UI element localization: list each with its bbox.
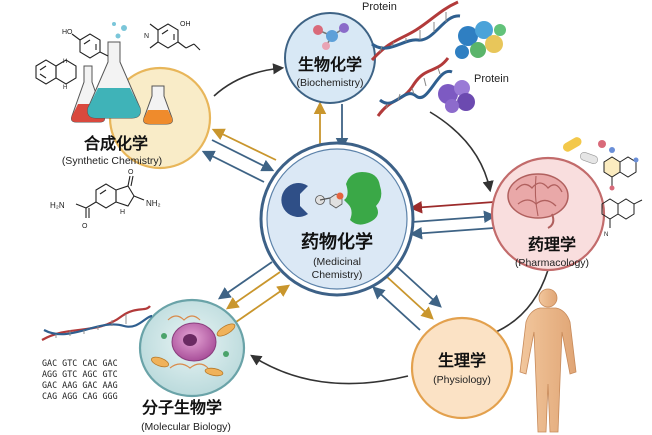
cell-nucleus-icon [171, 322, 217, 362]
dna-seq-line: GAC AAG GAC AAG [42, 380, 118, 390]
molbio-subtitle: (Molecular Biology) [141, 421, 231, 433]
svg-text:N: N [604, 232, 608, 238]
molecule-indole-amide-icon: H₂N NH₂ O O H [50, 169, 161, 230]
node-pharmacology: 药理学 (Pharmacology) [490, 156, 606, 272]
molecular-model-icon [313, 23, 349, 50]
svg-text:H: H [63, 59, 67, 65]
node-molecular-biology [138, 298, 246, 398]
protein-blob-icon [455, 21, 506, 59]
arrow-synthetic-to-center [211, 139, 275, 172]
arrow-physio-to-molbio [250, 354, 409, 385]
svg-text:H: H [63, 85, 67, 91]
protein-purple-icon [438, 80, 475, 113]
human-body-icon [519, 288, 577, 433]
molecule-pharm-icon [603, 156, 639, 191]
arrow-biochem-to-pharm [429, 111, 494, 193]
molecule-phenol-icon: OH N [144, 21, 201, 51]
beaker-icon [87, 22, 141, 119]
dna-seq-line: CAG AGG CAG GGG [42, 391, 118, 401]
center-title: 药物化学 [301, 231, 373, 253]
dna-sequence: GAC GTC CAC GAC AGG GTC AGC GTC GAC AAG … [42, 358, 118, 401]
svg-text:H: H [120, 209, 125, 216]
svg-text:H₂N: H₂N [50, 201, 65, 210]
protein-label-right: Protein [474, 73, 509, 85]
physio-subtitle: (Physiology) [433, 374, 491, 386]
biochem-title: 生物化学 [298, 55, 362, 74]
dna-seq-line: AGG GTC AGC GTC [42, 369, 118, 379]
node-synthetic-chemistry: 合成化学 (Synthetic Chemistry) [62, 22, 212, 170]
synthetic-title: 合成化学 [84, 134, 148, 153]
dna-seq-line: GAC GTC CAC GAC [42, 358, 118, 368]
node-biochemistry: 生物化学 (Biochemistry) [284, 12, 376, 104]
arrow-synthetic-to-biochem [213, 63, 285, 97]
pharm-title: 药理学 [528, 235, 576, 254]
arrow-center-to-molbio [225, 271, 281, 310]
svg-text:O: O [82, 223, 88, 230]
dna-strand-left-icon [41, 305, 153, 341]
molbio-title: 分子生物学 [142, 398, 222, 417]
molecule-quinoxaline-icon: H H [35, 59, 77, 91]
pills-icon [562, 137, 615, 165]
center-subtitle-line2: Chemistry) [312, 269, 363, 281]
arrow-physio-to-center [372, 286, 421, 331]
svg-text:NH₂: NH₂ [146, 199, 161, 208]
node-physiology: 生理学 (Physiology) [410, 316, 514, 420]
svg-text:O: O [128, 169, 134, 176]
arrow-center-to-synthetic-blue [201, 150, 265, 183]
protein-label-top: Protein [362, 1, 397, 13]
biochem-subtitle: (Biochemistry) [296, 77, 363, 89]
pharm-subtitle: (Pharmacology) [515, 257, 589, 269]
dna-helix-2-icon [376, 57, 453, 117]
molecule-pharm-2-icon: N [601, 198, 643, 238]
arrow-center-to-physio [385, 275, 434, 320]
arrow-molbio-to-center [235, 284, 291, 323]
molecule-cresol-icon: HO [62, 29, 109, 59]
arrow-pharm-to-center-2 [409, 226, 495, 240]
test-tube-icon [143, 85, 173, 125]
svg-text:HO: HO [62, 29, 73, 36]
synthetic-subtitle: (Synthetic Chemistry) [62, 155, 162, 167]
brain-icon [507, 173, 569, 229]
arrow-center-to-molbio-2 [217, 261, 273, 300]
physio-title: 生理学 [438, 351, 486, 370]
outer-cycle-arrows [213, 63, 549, 385]
bidirectional-arrows [201, 101, 497, 331]
center-subtitle-line1: (Medicinal [313, 256, 361, 268]
svg-text:OH: OH [180, 21, 191, 28]
dna-helix-icon [370, 0, 461, 62]
drug-target-binding-icon [281, 172, 382, 225]
arrow-center-to-pharm [411, 210, 497, 224]
svg-text:N: N [144, 33, 149, 40]
er-icon [167, 315, 209, 369]
node-medicinal-chemistry: 药物化学 (Medicinal Chemistry) [259, 141, 415, 297]
arrow-center-to-synthetic-gold [211, 128, 277, 161]
mitochondria-icon [151, 323, 236, 377]
arrow-pharm-to-center [409, 200, 495, 214]
arrow-center-to-physio-2 [393, 263, 442, 308]
